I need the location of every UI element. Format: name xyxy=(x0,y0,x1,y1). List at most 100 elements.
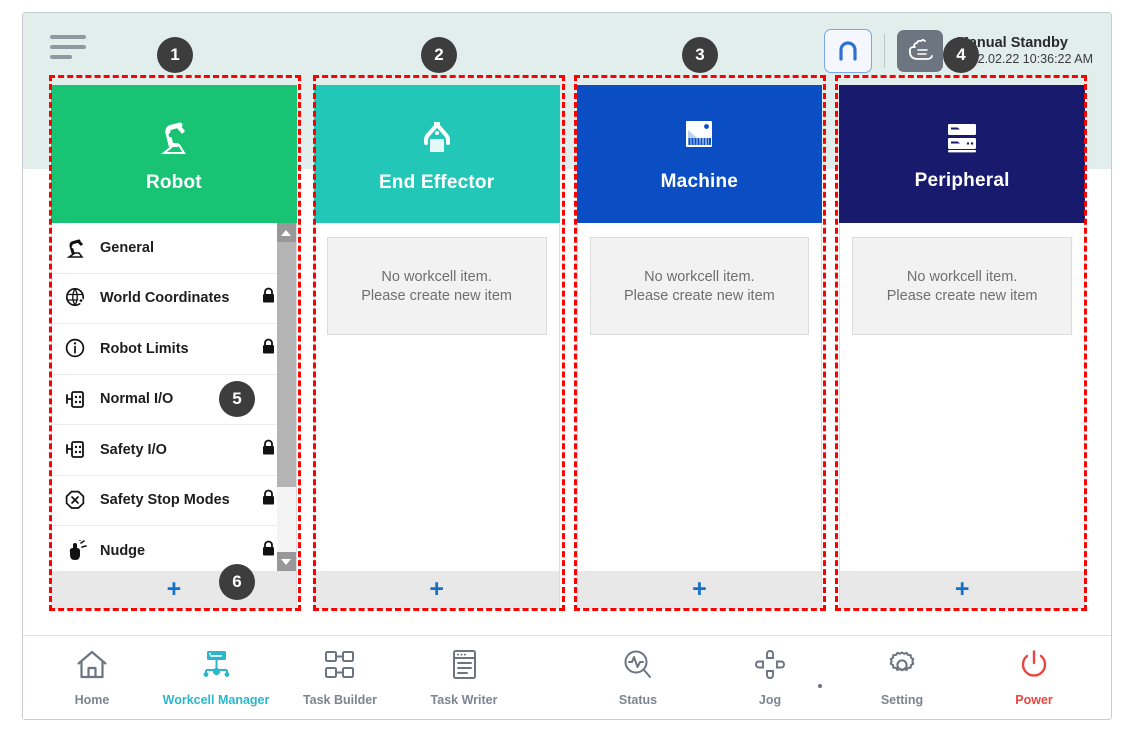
lock-icon xyxy=(261,287,286,309)
setting-row-safety-io[interactable]: Safety I/O xyxy=(52,425,296,476)
card-title: Robot xyxy=(145,171,202,193)
empty-line-2: Please create new item xyxy=(361,287,512,304)
hand-nudge-icon xyxy=(64,539,94,562)
nav-label: Workcell Manager xyxy=(162,692,270,707)
setting-row-general[interactable]: General xyxy=(52,223,296,274)
status-text-block: Manual Standby 2022.02.22 10:36:22 AM xyxy=(955,34,1093,68)
collaborative-robot-arch-icon[interactable] xyxy=(823,29,872,73)
status-title: Manual Standby xyxy=(956,35,1068,52)
card-header-end-effector[interactable]: End Effector xyxy=(313,85,560,223)
lock-icon xyxy=(261,540,286,562)
empty-state-machine: No workcell item. Please create new item xyxy=(589,237,810,335)
empty-line-1: No workcell item. xyxy=(644,268,755,285)
workcell-card-end-effector: End Effector No workcell item. Please cr… xyxy=(313,85,560,609)
card-title: Peripheral xyxy=(914,169,1010,191)
setting-row-nudge[interactable]: Nudge xyxy=(52,526,296,571)
plus-icon: + xyxy=(166,575,182,603)
empty-state-end-effector: No workcell item. Please create new item xyxy=(326,237,547,335)
annotation-badge-3: 3 xyxy=(682,37,718,73)
bottom-nav-left-group: Home Workcell Manage xyxy=(23,649,507,707)
gripper-icon xyxy=(415,115,459,164)
annotation-badge-1: 1 xyxy=(157,37,193,73)
card-header-robot[interactable]: Robot xyxy=(51,85,297,223)
power-icon xyxy=(1018,649,1050,686)
gear-icon xyxy=(885,649,919,686)
empty-state-peripheral: No workcell item. Please create new item xyxy=(852,237,1072,335)
nav-label: Jog xyxy=(758,692,782,707)
card-title: Machine xyxy=(660,170,739,192)
machine-icon xyxy=(677,116,721,163)
nav-separator-dot xyxy=(818,684,822,688)
setting-label: Robot Limits xyxy=(100,340,189,357)
plus-icon: + xyxy=(429,575,444,603)
hamburger-menu-icon[interactable] xyxy=(50,35,90,65)
setting-row-robot-limits[interactable]: Robot Limits xyxy=(52,324,296,375)
header-status-area: Manual Standby 2022.02.22 10:36:22 AM xyxy=(823,29,1093,73)
nav-item-jog[interactable]: Jog xyxy=(727,649,813,707)
annotation-badge-5: 5 xyxy=(219,381,255,417)
card-header-machine[interactable]: Machine xyxy=(576,85,823,223)
nav-label: Task Writer xyxy=(430,692,498,707)
empty-line-1: No workcell item. xyxy=(906,268,1018,285)
hamburger-line xyxy=(50,55,72,59)
setting-label: World Coordinates xyxy=(100,290,230,307)
hamburger-line xyxy=(50,35,86,39)
home-icon xyxy=(75,649,109,686)
workcell-card-robot: Robot General xyxy=(51,85,297,609)
workcell-manager-screen: Manual Standby 2022.02.22 10:36:22 AM R xyxy=(22,12,1112,720)
header-divider xyxy=(883,34,885,68)
card-body-robot: General World Coordinates xyxy=(51,223,297,571)
setting-label: Safety I/O xyxy=(100,441,167,458)
setting-label: Nudge xyxy=(100,542,146,559)
add-end-effector-button[interactable]: + xyxy=(313,571,560,609)
add-robot-button[interactable]: + xyxy=(51,571,297,609)
peripheral-rack-icon xyxy=(939,117,985,162)
add-peripheral-button[interactable]: + xyxy=(839,571,1085,609)
nav-label: Task Builder xyxy=(302,692,378,707)
nav-item-task-writer[interactable]: Task Writer xyxy=(421,649,507,707)
io-port-icon xyxy=(64,438,94,461)
annotation-badge-4: 4 xyxy=(943,37,979,73)
scroll-down-arrow-icon[interactable] xyxy=(276,552,296,571)
stop-octagon-icon xyxy=(64,489,94,512)
setting-row-normal-io[interactable]: Normal I/O xyxy=(52,375,296,425)
plus-icon: + xyxy=(954,575,970,603)
setting-label: Normal I/O xyxy=(100,391,174,408)
status-magnifier-icon xyxy=(621,649,655,686)
task-writer-icon xyxy=(448,649,480,686)
workcell-card-grid: Robot General xyxy=(51,85,1085,609)
annotation-badge-2: 2 xyxy=(421,37,457,73)
lock-icon xyxy=(261,338,286,360)
nav-label: Home xyxy=(74,692,110,707)
empty-line-2: Please create new item xyxy=(886,287,1038,304)
add-machine-button[interactable]: + xyxy=(576,571,823,609)
bottom-navigation-bar: Home Workcell Manage xyxy=(23,635,1111,719)
card-body-machine: No workcell item. Please create new item xyxy=(576,223,823,571)
nav-label: Setting xyxy=(880,692,924,707)
nav-item-status[interactable]: Status xyxy=(595,649,681,707)
robot-arm-icon xyxy=(151,115,197,164)
scroll-thumb[interactable] xyxy=(276,242,296,487)
card-header-peripheral[interactable]: Peripheral xyxy=(839,85,1085,223)
workcell-card-machine: Machine No workcell item. Please create … xyxy=(576,85,823,609)
scroll-up-arrow-icon[interactable] xyxy=(276,223,296,242)
nav-item-home[interactable]: Home xyxy=(49,649,135,707)
setting-row-world-coordinates[interactable]: World Coordinates xyxy=(52,274,296,324)
manual-hand-icon xyxy=(896,30,943,72)
nav-item-setting[interactable]: Setting xyxy=(859,649,945,707)
task-builder-icon xyxy=(322,649,358,686)
nav-item-task-builder[interactable]: Task Builder xyxy=(297,649,383,707)
nav-item-workcell-manager[interactable]: Workcell Manager xyxy=(163,649,269,707)
nav-item-power[interactable]: Power xyxy=(991,649,1077,707)
bottom-nav-right-group: Status Jog xyxy=(595,649,1111,707)
io-port-icon xyxy=(64,388,94,411)
setting-row-safety-stop-modes[interactable]: Safety Stop Modes xyxy=(52,476,296,526)
limits-circle-icon xyxy=(64,337,94,360)
nav-label: Power xyxy=(1015,692,1053,707)
setting-label: Safety Stop Modes xyxy=(100,492,230,509)
robot-list-scrollbar[interactable] xyxy=(276,223,296,571)
globe-coordinates-icon xyxy=(64,286,94,310)
status-timestamp: 2022.02.22 10:36:22 AM xyxy=(956,52,1093,67)
workcell-card-peripheral: Peripheral No workcell item. Please crea… xyxy=(839,85,1085,609)
workcell-manager-icon xyxy=(198,649,234,686)
